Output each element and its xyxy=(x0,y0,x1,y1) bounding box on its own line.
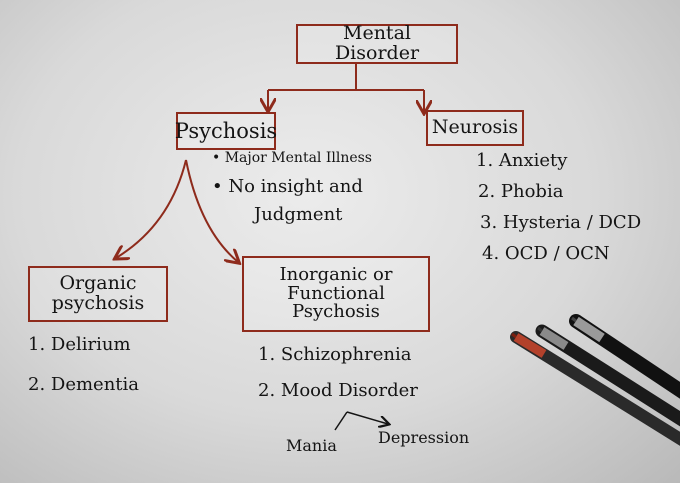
psychosis-note-3: Judgment xyxy=(254,204,343,225)
neurosis-item-4: 4. OCD / OCN xyxy=(482,243,610,264)
neurosis-item-3: 3. Hysteria / DCD xyxy=(480,212,642,233)
node-organic-psychosis: Organic psychosis xyxy=(28,266,168,322)
node-inorganic-psychosis: Inorganic or Functional Psychosis xyxy=(242,256,430,332)
node-label: Mental Disorder xyxy=(334,22,420,64)
node-neurosis: Neurosis xyxy=(426,110,524,146)
node-psychosis: Psychosis xyxy=(174,112,278,150)
psychosis-note-1: • Major Mental Illness xyxy=(212,150,372,166)
node-label-line-3: Psychosis xyxy=(292,301,380,323)
arrow-mania xyxy=(334,411,348,431)
node-label-line-2: Functional xyxy=(287,282,385,304)
arrow-to-organic xyxy=(116,159,187,258)
arrow-depression xyxy=(346,411,388,424)
pens-illustration xyxy=(510,314,680,446)
node-label: Neurosis xyxy=(431,116,519,139)
neurosis-item-2: 2. Phobia xyxy=(478,181,564,202)
node-mental-disorder: Mental Disorder xyxy=(296,22,458,64)
red-pen xyxy=(510,331,680,446)
node-label-line-1: Inorganic or xyxy=(279,263,393,285)
node-label-line-1: Organic xyxy=(59,272,137,295)
black-pen xyxy=(569,314,680,399)
arrow-to-inorganic xyxy=(185,159,238,262)
mood-depression: Depression xyxy=(378,428,470,447)
mood-mania: Mania xyxy=(286,436,337,455)
organic-item-2: 2. Dementia xyxy=(28,374,140,395)
psychosis-note-2: • No insight and xyxy=(212,176,363,197)
inorganic-item-1: 1. Schizophrenia xyxy=(258,344,412,365)
black-pen xyxy=(535,324,680,427)
neurosis-item-1: 1. Anxiety xyxy=(476,150,568,171)
node-label-line-2: psychosis xyxy=(51,292,145,314)
inorganic-item-2: 2. Mood Disorder xyxy=(258,380,418,401)
node-label: Psychosis xyxy=(174,118,278,143)
organic-item-1: 1. Delirium xyxy=(28,334,131,355)
